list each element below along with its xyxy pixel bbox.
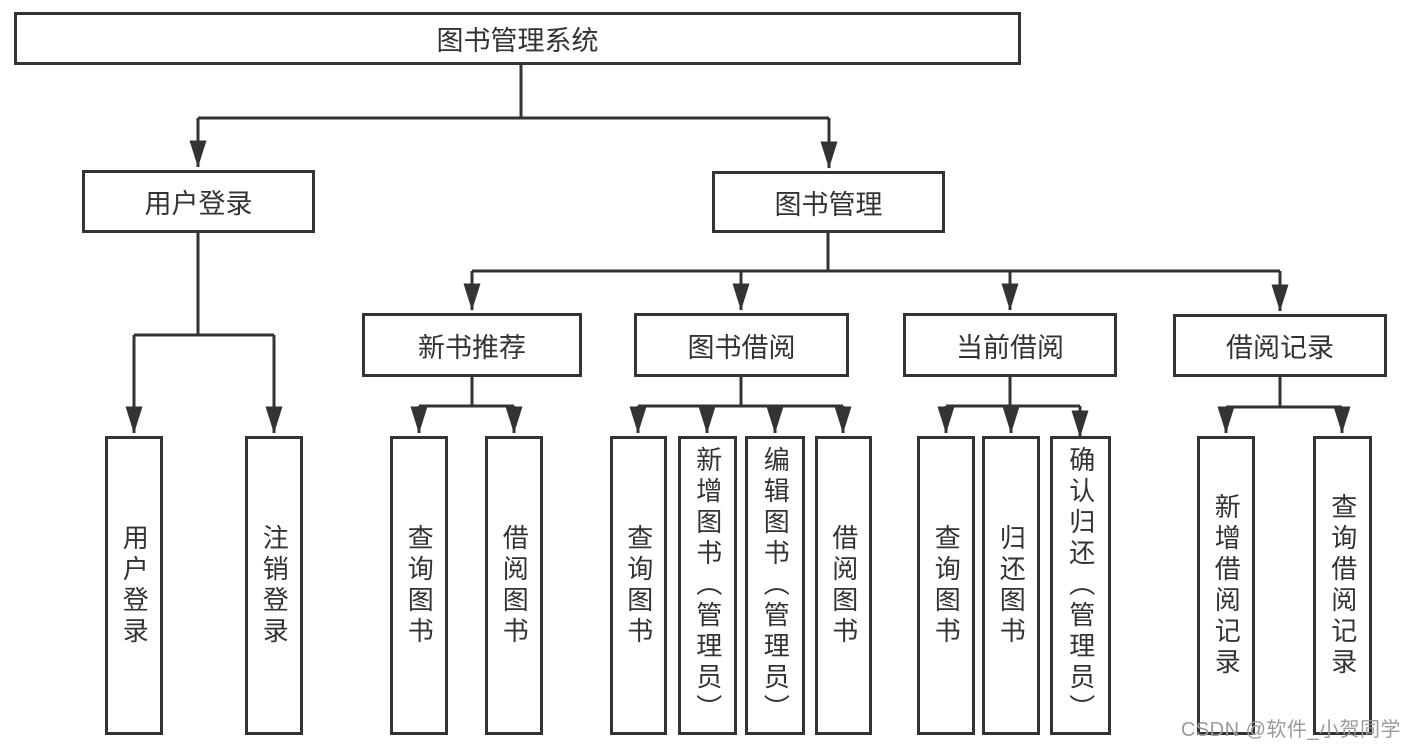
node-new-book-recommend: 新书推荐 <box>362 313 582 377</box>
connector-m2 <box>946 377 1080 408</box>
leaf-add-books-admin-label: 新增图书（管理员） <box>692 446 723 725</box>
leaf-query-books-recommend: 查询图书 <box>390 436 448 735</box>
leaf-borrow-books-recommend: 借阅图书 <box>485 436 543 735</box>
node-borrow-records: 借阅记录 <box>1173 314 1387 377</box>
leaf-user-login: 用户登录 <box>105 436 163 735</box>
watermark: CSDN @软件_小贺同学 <box>1180 719 1401 741</box>
leaf-query-borrow-record: 查询借阅记录 <box>1313 436 1372 735</box>
leaf-query-books-current: 查询图书 <box>917 436 975 735</box>
leaf-logout-label: 注销登录 <box>259 523 290 648</box>
node-user-login-label: 用户登录 <box>144 189 253 219</box>
node-current-borrow: 当前借阅 <box>903 313 1117 377</box>
leaf-borrow-books-recommend-label: 借阅图书 <box>499 523 530 648</box>
leaf-add-borrow-record-label: 新增借阅记录 <box>1211 492 1242 679</box>
node-borrow-records-label: 借阅记录 <box>1226 333 1334 363</box>
node-current-borrow-label: 当前借阅 <box>956 332 1064 363</box>
connector-m0 <box>419 377 514 408</box>
connector-m1 <box>638 377 843 408</box>
node-user-login: 用户登录 <box>82 170 315 233</box>
leaf-borrow-books: 借阅图书 <box>815 436 872 735</box>
connector-root <box>198 64 829 120</box>
node-book-borrow: 图书借阅 <box>634 313 849 377</box>
node-book-borrow-label: 图书借阅 <box>687 332 796 363</box>
leaf-user-login-label: 用户登录 <box>119 523 150 648</box>
leaf-logout: 注销登录 <box>245 436 303 735</box>
connector-login <box>134 233 274 337</box>
node-root: 图书管理系统 <box>14 12 1021 65</box>
leaf-confirm-return-admin: 确认归还（管理员） <box>1050 436 1111 735</box>
leaf-edit-books-admin-label: 编辑图书（管理员） <box>760 446 791 725</box>
leaf-return-books: 归还图书 <box>982 436 1040 735</box>
leaf-query-books-borrow: 查询图书 <box>610 436 667 735</box>
connector-mgmt <box>472 233 1280 273</box>
node-root-label: 图书管理系统 <box>436 26 599 56</box>
node-book-management-label: 图书管理 <box>774 189 883 220</box>
leaf-query-books-borrow-label: 查询图书 <box>623 523 654 648</box>
leaf-edit-books-admin: 编辑图书（管理员） <box>745 436 805 735</box>
leaf-add-borrow-record: 新增借阅记录 <box>1197 436 1255 735</box>
node-new-book-recommend-label: 新书推荐 <box>418 332 526 363</box>
leaf-return-books-label: 归还图书 <box>996 523 1027 648</box>
leaf-query-books-current-label: 查询图书 <box>931 523 962 648</box>
connector-m3 <box>1226 377 1342 409</box>
leaf-add-books-admin: 新增图书（管理员） <box>678 436 737 735</box>
node-book-management: 图书管理 <box>712 171 945 233</box>
leaf-query-borrow-record-label: 查询借阅记录 <box>1327 492 1358 679</box>
leaf-confirm-return-admin-label: 确认归还（管理员） <box>1065 446 1096 725</box>
leaf-query-books-recommend-label: 查询图书 <box>404 523 435 648</box>
leaf-borrow-books-label: 借阅图书 <box>828 523 859 648</box>
